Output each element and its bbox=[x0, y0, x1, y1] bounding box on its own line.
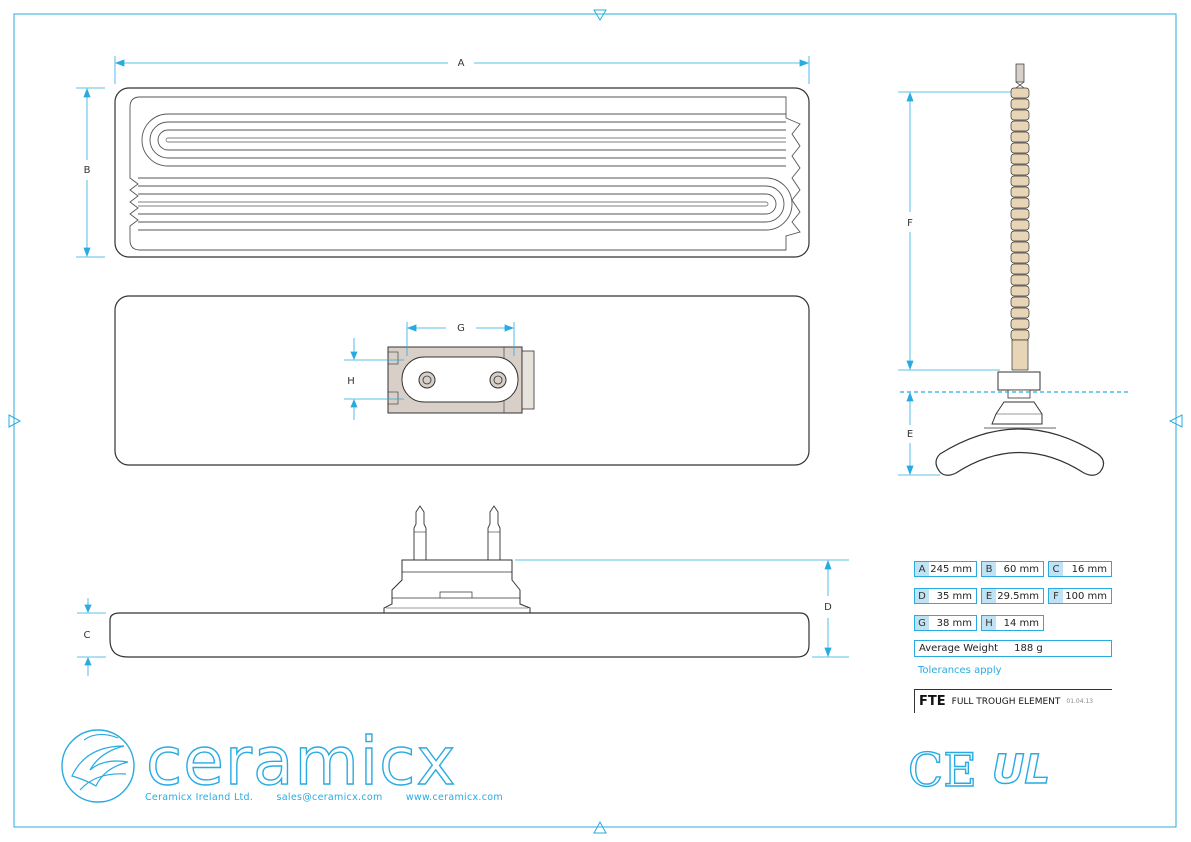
tolerances-note: Tolerances apply bbox=[918, 665, 1002, 676]
ceramicx-emblem-icon bbox=[61, 729, 135, 803]
ceramic-beads bbox=[1010, 87, 1030, 341]
ceramic-bead bbox=[1010, 285, 1030, 297]
spec-value: 100 mm bbox=[1065, 590, 1107, 602]
spec-key: B bbox=[982, 562, 996, 576]
spec-key: G bbox=[915, 616, 929, 630]
dimension-e-label: E bbox=[907, 429, 913, 440]
spec-cell-d: D 35 mm bbox=[914, 588, 977, 604]
terminal-pin-right bbox=[487, 505, 501, 560]
ceramic-bead bbox=[1010, 87, 1030, 99]
center-marker-bottom bbox=[593, 820, 607, 834]
dimension-c-label: C bbox=[84, 630, 91, 641]
center-marker-top bbox=[593, 9, 607, 21]
ceramic-bead bbox=[1010, 208, 1030, 220]
terminal-pin-left bbox=[413, 505, 427, 560]
dimension-d-label: D bbox=[824, 602, 832, 613]
terminal-screw-right bbox=[489, 371, 507, 389]
ceramic-bead bbox=[1010, 318, 1030, 330]
dimension-h bbox=[344, 338, 404, 420]
ul-mark: UL bbox=[992, 747, 1050, 793]
spec-value: 14 mm bbox=[1003, 617, 1039, 629]
ceramic-bead bbox=[1010, 197, 1030, 209]
ceramic-bead bbox=[1010, 109, 1030, 121]
dimension-a bbox=[114, 56, 810, 84]
ceramic-bead bbox=[1010, 274, 1030, 286]
terminal-screw-left bbox=[418, 371, 436, 389]
dimension-f-label: F bbox=[907, 218, 913, 229]
ceramic-bead bbox=[1010, 252, 1030, 264]
ce-mark: CE bbox=[908, 743, 977, 797]
title-block: FTE FULL TROUGH ELEMENT 01.04.13 bbox=[914, 689, 1112, 713]
dimension-f bbox=[898, 91, 1012, 371]
dimension-b bbox=[76, 87, 105, 258]
dimension-h-label: H bbox=[347, 376, 355, 387]
spec-key: H bbox=[982, 616, 996, 630]
brand-wordmark: ceramicx bbox=[146, 723, 456, 800]
spec-cell-g: G 38 mm bbox=[914, 615, 977, 631]
company-website[interactable]: www.ceramicx.com bbox=[405, 792, 503, 803]
product-code: FTE bbox=[919, 694, 946, 709]
end-view bbox=[935, 63, 1105, 476]
spec-value: 35 mm bbox=[936, 590, 972, 602]
dimension-b-label: B bbox=[84, 165, 91, 176]
dimension-g-label: G bbox=[457, 323, 465, 334]
spec-key: A bbox=[915, 562, 929, 576]
spec-key: D bbox=[915, 589, 929, 603]
ceramic-bead bbox=[1010, 120, 1030, 132]
drawing-date: 01.04.13 bbox=[1066, 698, 1094, 705]
spec-key: C bbox=[1049, 562, 1063, 576]
ceramic-bead bbox=[1010, 241, 1030, 253]
ceramic-bead bbox=[1010, 307, 1030, 319]
ceramic-bead bbox=[1010, 296, 1030, 308]
terminal-plate bbox=[401, 356, 519, 403]
ceramic-bead bbox=[1010, 153, 1030, 165]
center-marker-right bbox=[1168, 414, 1183, 428]
top-view bbox=[114, 87, 810, 258]
ceramic-bead bbox=[1010, 142, 1030, 154]
company-contact: Ceramicx Ireland Ltd. sales@ceramicx.com… bbox=[145, 792, 523, 803]
ceramic-bead bbox=[1010, 186, 1030, 198]
dimension-c bbox=[77, 598, 106, 676]
spec-value: 38 mm bbox=[936, 617, 972, 629]
dimension-a-label: A bbox=[458, 58, 465, 69]
ceramic-bead bbox=[1010, 98, 1030, 110]
spec-cell-c: C 16 mm bbox=[1048, 561, 1112, 577]
ceramic-bead bbox=[1010, 164, 1030, 176]
spec-value: 245 mm bbox=[930, 563, 972, 575]
average-weight-value: 188 g bbox=[1014, 643, 1043, 654]
ceramic-bead bbox=[1010, 230, 1030, 242]
spec-value: 29.5mm bbox=[997, 590, 1039, 602]
spec-cell-h: H 14 mm bbox=[981, 615, 1044, 631]
spec-key: E bbox=[982, 589, 996, 603]
bottom-view bbox=[114, 295, 810, 466]
dimension-e bbox=[898, 391, 940, 476]
side-view bbox=[109, 505, 810, 658]
spec-key: F bbox=[1049, 589, 1063, 603]
average-weight-row: Average Weight 188 g bbox=[914, 640, 1112, 657]
ceramic-bead bbox=[1010, 329, 1030, 341]
spec-value: 16 mm bbox=[1071, 563, 1107, 575]
dimension-d bbox=[515, 559, 849, 658]
ceramic-bead bbox=[1010, 219, 1030, 231]
dimension-g bbox=[406, 322, 515, 356]
ceramic-bead bbox=[1010, 263, 1030, 275]
product-name: FULL TROUGH ELEMENT bbox=[951, 696, 1061, 707]
ceramic-bead bbox=[1010, 175, 1030, 187]
ceramic-bead bbox=[1010, 131, 1030, 143]
company-name: Ceramicx Ireland Ltd. bbox=[145, 792, 254, 803]
average-weight-label: Average Weight bbox=[919, 643, 999, 654]
company-email[interactable]: sales@ceramicx.com bbox=[276, 792, 383, 803]
ceramicx-logo: ceramicx bbox=[61, 722, 456, 803]
sheet-frame bbox=[13, 13, 1177, 828]
spec-cell-b: B 60 mm bbox=[981, 561, 1044, 577]
center-marker-left bbox=[8, 414, 22, 428]
spec-value: 60 mm bbox=[1003, 563, 1039, 575]
